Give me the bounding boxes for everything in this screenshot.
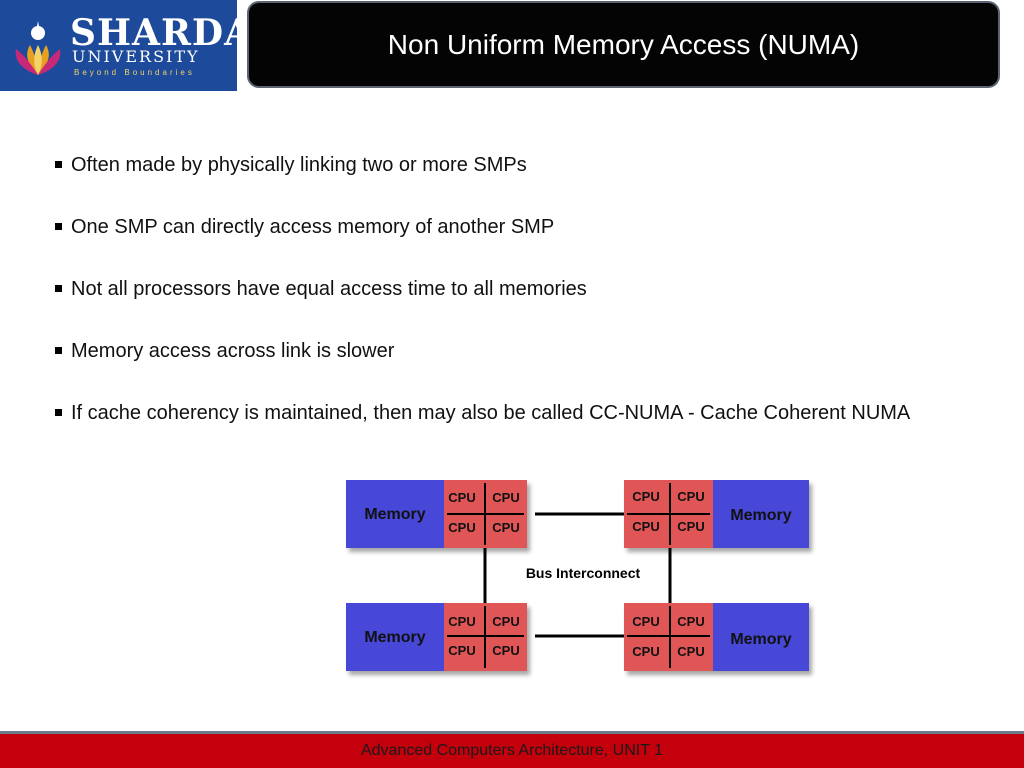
bullet-item: Memory access across link is slower (55, 336, 985, 367)
bullet-item: Not all processors have equal access tim… (55, 274, 985, 305)
cpu-label: CPU (677, 614, 704, 629)
title-bar: Non Uniform Memory Access (NUMA) (247, 1, 1000, 88)
bullet-text: Often made by physically linking two or … (71, 154, 527, 176)
bullet-item: One SMP can directly access memory of an… (55, 212, 985, 243)
bullet-square-icon (55, 409, 62, 416)
cpu-label: CPU (677, 489, 704, 504)
logo-name: SHARDA (70, 12, 237, 54)
memory-block (713, 480, 809, 548)
cpu-label: CPU (632, 519, 659, 534)
cpu-label: CPU (677, 644, 704, 659)
cpu-label: CPU (632, 489, 659, 504)
cpu-label: CPU (492, 614, 519, 629)
cpu-label: CPU (448, 490, 475, 505)
logo-tagline: Beyond Boundaries (74, 68, 195, 77)
memory-label: Memory (730, 507, 791, 524)
memory-block (346, 480, 444, 548)
bus-lines (483, 512, 672, 638)
cpu-label: CPU (448, 614, 475, 629)
bullet-text: If cache coherency is maintained, then m… (71, 402, 911, 424)
cpu-label: CPU (677, 519, 704, 534)
cpu-label: CPU (448, 643, 475, 658)
memory-label: Memory (730, 631, 791, 648)
bullet-text: Not all processors have equal access tim… (71, 278, 587, 300)
bullet-square-icon (55, 285, 62, 292)
cpu-label: CPU (632, 614, 659, 629)
slide-title: Non Uniform Memory Access (NUMA) (387, 28, 860, 60)
bullet-square-icon (55, 347, 62, 354)
memory-block (346, 603, 444, 671)
memory-label: Memory (364, 629, 425, 646)
footer-text: Advanced Computers Architecture, UNIT 1 (360, 742, 664, 759)
memory-label: Memory (364, 506, 425, 523)
bullet-item: If cache coherency is maintained, then m… (55, 398, 985, 429)
cpu-label: CPU (492, 520, 519, 535)
footer-bar: Advanced Computers Architecture, UNIT 1 (0, 731, 1024, 768)
bullet-item: Often made by physically linking two or … (55, 150, 985, 181)
bullet-square-icon (55, 161, 62, 168)
cpu-label: CPU (492, 643, 519, 658)
cpu-label: CPU (492, 490, 519, 505)
bus-interconnect-label: Bus Interconnect (526, 565, 641, 581)
bullet-text: One SMP can directly access memory of an… (71, 216, 555, 238)
bullet-text: Memory access across link is slower (71, 340, 395, 362)
numa-diagram: Bus Interconnect Memory CPU CPU CPU CPU … (346, 480, 809, 671)
cpu-label: CPU (448, 520, 475, 535)
lotus-emblem-icon (15, 21, 61, 75)
bullet-square-icon (55, 223, 62, 230)
logo-subname: UNIVERSITY (72, 47, 200, 66)
memory-block (713, 603, 809, 671)
cpu-label: CPU (632, 644, 659, 659)
university-logo: SHARDA UNIVERSITY Beyond Boundaries (0, 0, 237, 91)
bullet-list: Often made by physically linking two or … (55, 150, 985, 460)
